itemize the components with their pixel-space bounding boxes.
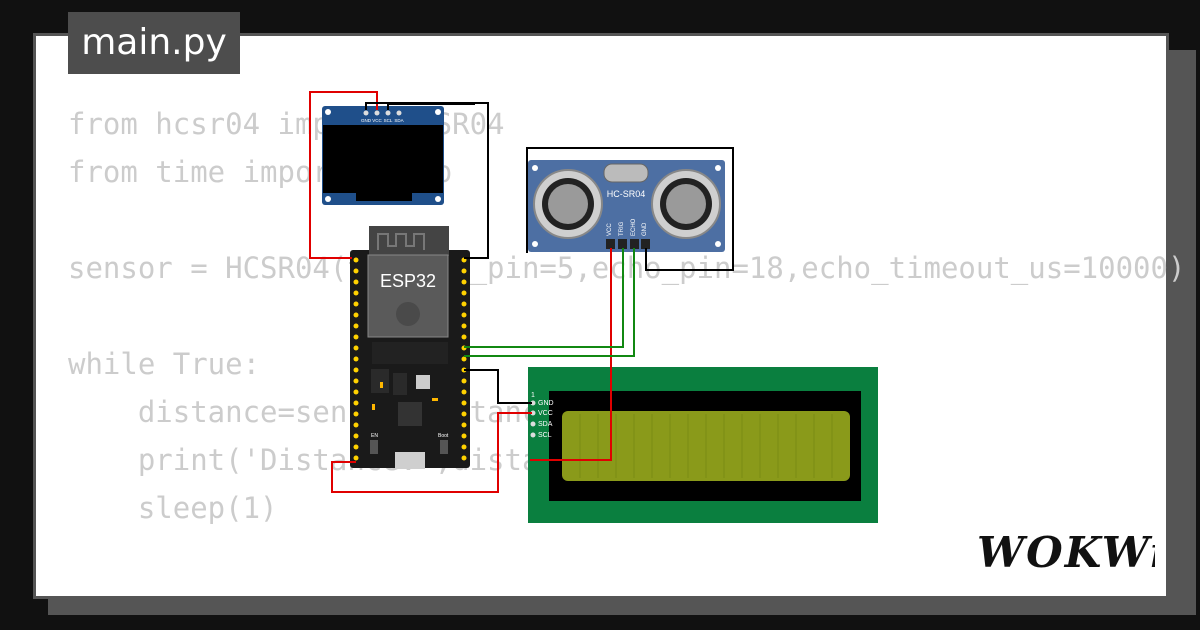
esp32-header-pin [353, 367, 359, 373]
ultrasonic-pin-gnd: GND [642, 222, 648, 236]
oled-pin-scl: SCL [384, 118, 393, 123]
esp32-header-pin [461, 301, 467, 307]
esp32-header-pin [353, 279, 359, 285]
esp32-header-pin [461, 268, 467, 274]
esp32-header-pin [461, 433, 467, 439]
esp32-header-pin [461, 334, 467, 340]
esp32-header-pin [353, 268, 359, 274]
wokwi-logo: WOKWi [977, 528, 1155, 577]
esp32-header-pin [353, 334, 359, 340]
oled-display[interactable]: GND VCC SCL SDA [322, 106, 444, 205]
esp32-header-pin [353, 345, 359, 351]
ultrasonic-pin-vcc: VCC [607, 223, 613, 236]
esp32-header-pin [353, 378, 359, 384]
esp32-header-pin [461, 400, 467, 406]
esp32-header-pin [353, 312, 359, 318]
lcd-pin-scl: SCL [538, 432, 552, 439]
esp32-board[interactable]: ESP32 EN Boot [350, 226, 470, 469]
oled-pin-vcc: VCC [372, 118, 382, 123]
esp32-header-pin [353, 389, 359, 395]
esp32-header-pin [461, 455, 467, 461]
lcd-pin-vcc: VCC [538, 410, 553, 417]
esp32-header-pin [461, 312, 467, 318]
esp32-header-pin [353, 422, 359, 428]
wire-us-gnd [526, 147, 734, 271]
esp32-en-label: EN [371, 433, 378, 439]
wire-us-echo [464, 248, 635, 357]
esp32-header-pin [461, 279, 467, 285]
oled-pin-gnd: GND [361, 118, 372, 123]
wire-oled-gnd [365, 102, 489, 259]
esp32-header-pin [461, 356, 467, 362]
esp32-header-pin [461, 444, 467, 450]
code-line: while True: [68, 347, 261, 381]
file-tab[interactable]: main.py [68, 12, 240, 74]
lcd-display[interactable]: 1 GND VCC SDA SCL [528, 367, 878, 523]
esp32-header-pin [353, 323, 359, 329]
lcd-pin-sda: SDA [538, 421, 553, 428]
oled-pin-sda: SDA [394, 118, 403, 123]
wokwi-logo-text: WOKWi [977, 528, 1155, 577]
ultrasonic-label: HC-SR04 [607, 189, 646, 199]
ultrasonic-sensor[interactable]: HC-SR04 VCC TRIG ECHO GND [528, 160, 725, 252]
esp32-header-pin [353, 400, 359, 406]
esp32-header-pin [461, 290, 467, 296]
wire-lcd-vcc [331, 412, 532, 493]
esp32-header-pin [353, 455, 359, 461]
esp32-header-pin [353, 433, 359, 439]
esp32-header-pin [461, 411, 467, 417]
lcd-pin1-label: 1 [531, 392, 535, 399]
lcd-pin-gnd: GND [538, 400, 554, 407]
esp32-header-pin [353, 444, 359, 450]
esp32-header-pin [353, 290, 359, 296]
wires [309, 91, 734, 493]
esp32-header-pin [461, 378, 467, 384]
wire-us-trig [464, 248, 624, 348]
ultrasonic-pin-echo: ECHO [631, 218, 637, 236]
esp32-header-pin [461, 389, 467, 395]
esp32-header-pin [353, 356, 359, 362]
wire-oled-scl [387, 103, 475, 110]
esp32-header-pin [461, 323, 467, 329]
esp32-header-pin [353, 411, 359, 417]
wire-lcd-gnd [464, 369, 532, 404]
esp32-boot-label: Boot [438, 433, 449, 439]
wire-oled-vcc [309, 91, 378, 259]
code-line: sleep(1) [68, 491, 278, 525]
esp32-header-pin [461, 422, 467, 428]
wire-us-vcc [530, 248, 612, 461]
esp32-label: ESP32 [380, 271, 436, 291]
esp32-header-pin [353, 301, 359, 307]
esp32-header-pin [353, 257, 359, 263]
ultrasonic-pin-trig: TRIG [619, 221, 625, 236]
